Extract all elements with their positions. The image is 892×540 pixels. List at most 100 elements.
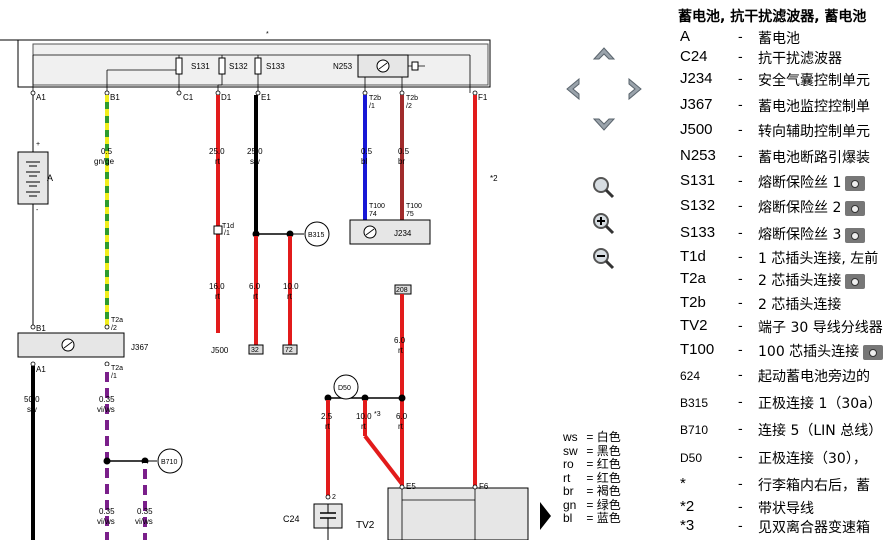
svg-text:0.35: 0.35 [99, 395, 115, 404]
svg-text:rt: rt [325, 422, 331, 431]
svg-text:/2: /2 [406, 103, 412, 110]
legend-code: J500 [680, 121, 713, 138]
pin-t2b-1: T2b [369, 95, 381, 102]
svg-text:vi/ws: vi/ws [135, 517, 153, 526]
svg-text:0.35: 0.35 [137, 507, 153, 516]
svg-text:25.0: 25.0 [247, 147, 263, 156]
svg-text:208: 208 [396, 287, 408, 294]
connector-b710 [157, 448, 183, 474]
color-legend-item: ws = 白色 [563, 430, 621, 444]
color-name: 黑色 [596, 443, 621, 458]
svg-text:F6: F6 [479, 482, 489, 491]
svg-text:sw: sw [27, 405, 37, 414]
svg-text:-: - [36, 207, 39, 214]
svg-text:B315: B315 [308, 232, 324, 239]
svg-text:rt: rt [361, 422, 367, 431]
svg-text:75: 75 [406, 211, 414, 218]
color-code: bl [563, 511, 573, 525]
label-s131: S131 [191, 62, 210, 71]
legend-dash: - [738, 248, 743, 264]
pan-down-button[interactable] [591, 112, 617, 138]
svg-text:vi/ws: vi/ws [97, 405, 115, 414]
legend-dash: - [738, 475, 743, 491]
svg-text:10.0: 10.0 [283, 282, 299, 291]
legend-dash: - [738, 317, 743, 333]
legend-desc: 带状导线 [758, 501, 814, 517]
color-legend-item: gn = 绿色 [563, 497, 621, 512]
legend-code: * [680, 475, 686, 492]
color-code: br [563, 484, 574, 498]
svg-text:74: 74 [369, 211, 377, 218]
legend-dash: - [738, 121, 743, 137]
svg-text:2.5: 2.5 [321, 412, 333, 421]
svg-text:T100: T100 [406, 203, 422, 210]
svg-text:/1: /1 [224, 230, 230, 237]
legend-desc: 2 芯插头连接 [758, 270, 866, 290]
color-code: gn [563, 497, 577, 512]
pin-a1-top: A1 [36, 93, 46, 102]
pin-t2b-2: T2b [406, 95, 418, 102]
svg-text:rt: rt [287, 292, 293, 301]
pan-up-button[interactable] [591, 40, 617, 66]
svg-text:rt: rt [398, 422, 404, 431]
legend-dash: - [738, 28, 743, 44]
label-c24: C24 [283, 514, 300, 524]
color-code: ro [563, 457, 574, 471]
camera-icon[interactable] [845, 200, 866, 216]
label-j500: J500 [211, 346, 229, 355]
svg-text:10.0: 10.0 [356, 412, 372, 421]
legend-dash: - [738, 294, 743, 310]
zoom-in-icon [593, 213, 615, 235]
legend-desc: 1 芯插头连接, 左前 [758, 251, 879, 267]
next-page-arrow-icon[interactable] [540, 502, 551, 530]
legend-dash: - [738, 517, 743, 533]
label-t1d: T1d [222, 223, 234, 230]
svg-text:16.0: 16.0 [209, 282, 225, 291]
svg-text:72: 72 [285, 347, 293, 354]
legend-code: J234 [680, 70, 713, 87]
svg-text:6.0: 6.0 [396, 412, 408, 421]
svg-text:rt: rt [215, 292, 221, 301]
legend-dash: - [738, 172, 743, 188]
svg-text:T2a: T2a [111, 317, 123, 324]
legend-desc: 正极连接 1（30a） [758, 396, 882, 412]
svg-text:2: 2 [332, 494, 336, 501]
legend-code: C24 [680, 48, 708, 65]
color-name: 红色 [596, 457, 621, 471]
legend-desc: 熔断保险丝 2 [758, 197, 866, 217]
svg-text:0.5: 0.5 [398, 147, 410, 156]
legend-dash: - [738, 393, 743, 409]
svg-text:/1: /1 [111, 373, 117, 380]
color-name: 白色 [596, 430, 621, 444]
camera-icon[interactable] [863, 344, 884, 360]
note-star2: *2 [490, 174, 498, 183]
legend-dash: - [738, 224, 743, 240]
camera-icon[interactable] [845, 175, 866, 191]
svg-text:rt: rt [398, 346, 404, 355]
svg-text:T100: T100 [369, 203, 385, 210]
svg-text:br: br [398, 157, 405, 166]
legend-desc: 100 芯插头连接 [758, 341, 884, 361]
chevron-down-icon [592, 118, 616, 131]
pan-left-button[interactable] [560, 76, 586, 102]
svg-text:/1: /1 [369, 103, 375, 110]
legend-dash: - [738, 147, 743, 163]
legend-desc: 熔断保险丝 1 [758, 172, 866, 192]
svg-text:A1: A1 [36, 365, 46, 374]
zoom-out-button[interactable] [590, 245, 616, 271]
camera-icon[interactable] [845, 227, 866, 243]
zoom-in-button[interactable] [590, 210, 616, 236]
zoom-fit-button[interactable] [590, 174, 616, 200]
connector-d50 [333, 374, 359, 400]
svg-text:bl: bl [361, 157, 367, 166]
pan-right-button[interactable] [622, 76, 648, 102]
legend-desc: 抗干扰滤波器 [758, 51, 842, 67]
svg-text:0.35: 0.35 [99, 507, 115, 516]
color-code: rt [563, 470, 571, 485]
svg-text:*3: *3 [374, 411, 381, 418]
camera-icon[interactable] [845, 273, 866, 289]
color-name: 红色 [596, 470, 621, 485]
legend-code: N253 [680, 147, 716, 164]
pin-d1: D1 [221, 93, 232, 102]
legend-title: 蓄电池, 抗干扰滤波器, 蓄电池 [678, 9, 867, 25]
